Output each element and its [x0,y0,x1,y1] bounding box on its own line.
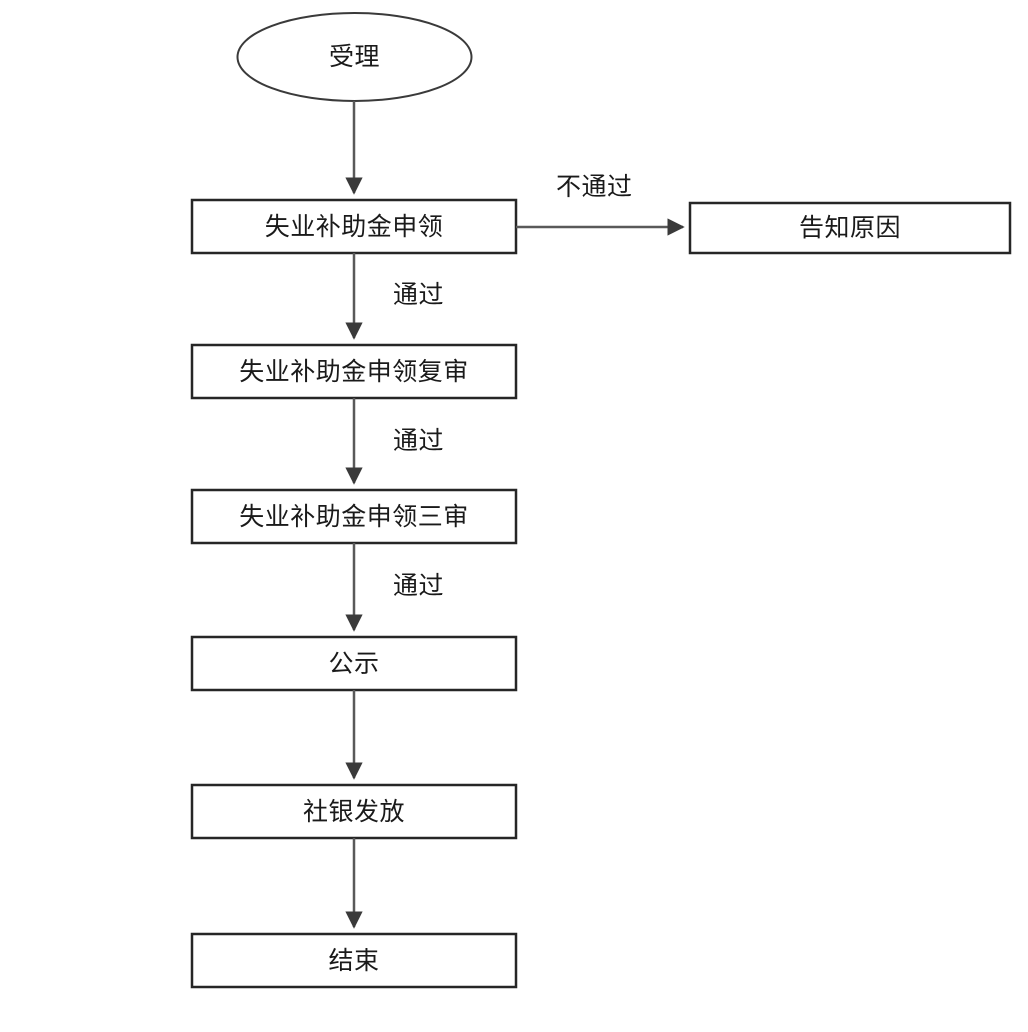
node-start-label[interactable]: 受理 [328,42,380,72]
node-apply-label[interactable]: 失业补助金申领 [264,211,444,241]
node-end-label[interactable]: 结束 [328,945,380,975]
node-end-shape[interactable] [190,932,518,989]
edge-label-passed-2: 通过 [393,426,445,455]
edge-label-passed-3: 通过 [393,571,445,600]
node-review-second-label[interactable]: 失业补助金申领复审 [239,356,469,386]
edge-label-passed-1: 通过 [393,280,445,309]
node-bank-payment-label[interactable]: 社银发放 [302,796,405,826]
node-public-notice-label[interactable]: 公示 [328,648,380,678]
node-review-third-label[interactable]: 失业补助金申领三审 [239,501,469,531]
node-inform-reason-shape[interactable] [688,201,1012,255]
node-inform-reason-label[interactable]: 告知原因 [798,213,901,243]
node-apply-shape[interactable] [190,198,518,255]
node-public-notice-shape[interactable] [190,635,518,692]
node-review-second-shape[interactable] [190,343,518,400]
edge-label-not-passed: 不通过 [556,172,633,201]
